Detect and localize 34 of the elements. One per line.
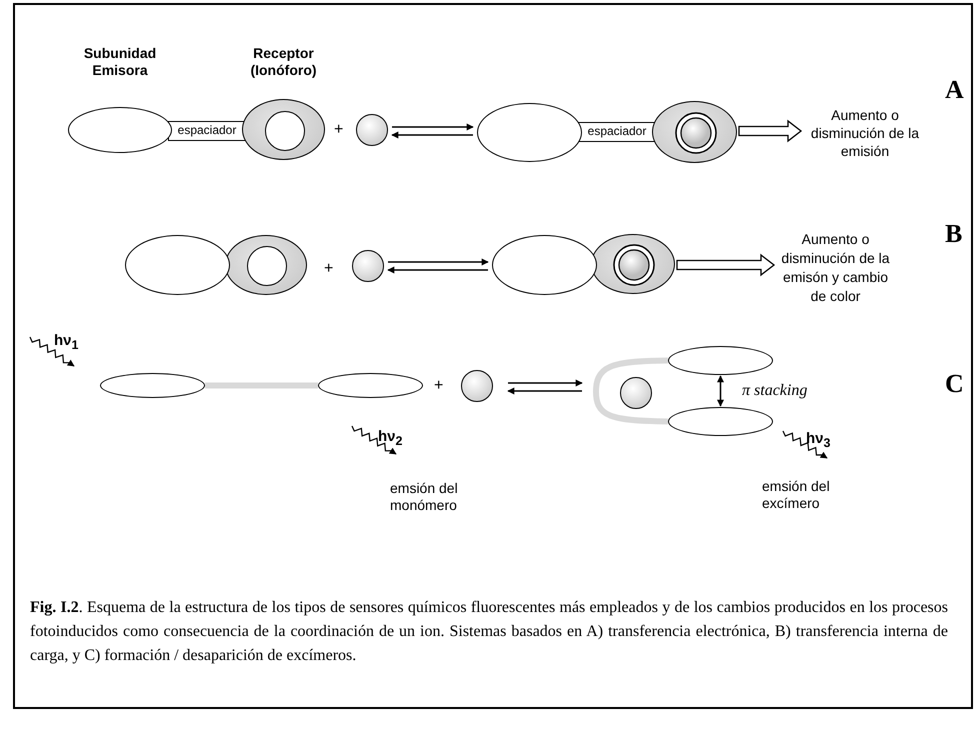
heading: Subunidad Emisora — [82, 45, 158, 79]
arrow — [391, 132, 473, 138]
plus-sign: + — [324, 259, 334, 278]
emission-note: emsión del monómero — [390, 480, 459, 514]
arrow — [508, 380, 583, 386]
hollow-arrow — [738, 120, 802, 142]
heading: Receptor (Ionóforo) — [249, 45, 318, 79]
ion-circle — [356, 114, 388, 146]
ion-circle — [352, 250, 384, 282]
photon-label: hν$_{2}$ — [378, 428, 402, 449]
panel-letter: A — [945, 74, 964, 106]
arrow — [387, 266, 488, 274]
double-arrow — [717, 375, 724, 407]
arrow — [388, 258, 489, 266]
ion-circle — [461, 370, 493, 402]
arrow — [507, 388, 582, 394]
panel-letter: C — [945, 368, 964, 400]
ion-circle — [620, 377, 652, 409]
plus-sign: + — [434, 376, 444, 396]
result-text: Aumento o disminución de la emisón y cambio de color — [778, 230, 893, 306]
result-text: Aumento o disminución de la emisión — [805, 106, 925, 160]
hollow-arrow — [676, 254, 776, 276]
spacer-box: espaciador — [168, 121, 246, 141]
plus-sign: + — [334, 120, 344, 140]
edge-label: π stacking — [742, 382, 808, 400]
figure-caption: Fig. I.2. Esquema de la estructura de los tipos de sensores químicos fluorescentes más empleados y de los cambios producidos en los procesos fotoinducidos como consecuencia de la coordinación de un ion. Sistemas basados en A) transferencia electrónica, B) transferencia interna de carga, y C) formación / desaparición de excímeros. — [30, 598, 948, 666]
linker-line — [205, 382, 318, 388]
panel-letter: B — [945, 218, 962, 250]
photon-label: hν$_{3}$ — [806, 430, 830, 451]
spacer-box: espaciador — [578, 122, 656, 142]
photon-label: hν$_{1}$ — [54, 332, 78, 353]
arrow — [392, 124, 474, 130]
emission-note: emsión del excímero — [762, 478, 831, 512]
linker-loop — [593, 358, 668, 424]
